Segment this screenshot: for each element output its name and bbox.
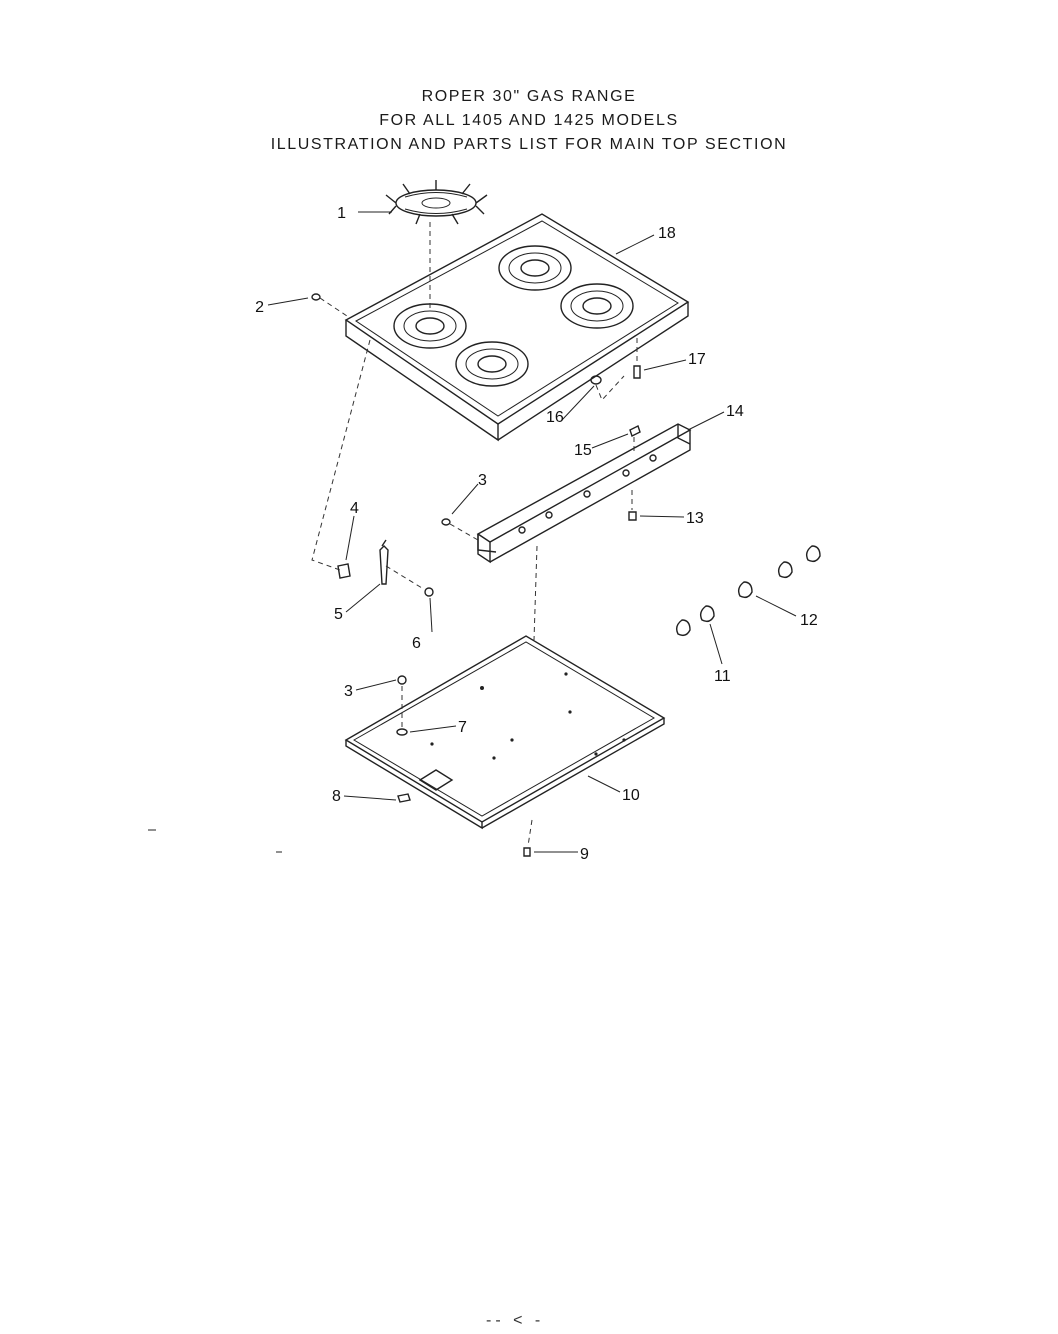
connector-line	[533, 545, 538, 641]
callout-11: 11	[714, 668, 731, 685]
part-main-cooktop	[344, 213, 690, 442]
part-bracket-4	[337, 563, 351, 579]
part-burner-grate	[385, 180, 488, 225]
part-bottom-pan	[344, 635, 666, 830]
burner-opening-rear-right	[560, 283, 634, 329]
callout-6: 6	[412, 635, 421, 652]
part-screw-9	[523, 847, 531, 857]
callout-16: 16	[546, 409, 564, 426]
callout-15: 15	[574, 442, 592, 459]
callout-14: 14	[726, 403, 744, 420]
part-clip-15	[629, 425, 641, 455]
title-line-2: FOR ALL 1405 AND 1425 MODELS	[379, 112, 679, 129]
part-knobs	[675, 545, 821, 637]
title-line-3: ILLUSTRATION AND PARTS LIST FOR MAIN TOP…	[270, 136, 788, 153]
leader-arrows	[267, 211, 797, 853]
part-screw-6	[424, 587, 434, 597]
connector-line	[311, 339, 371, 571]
callout-4: 4	[350, 500, 359, 517]
callout-3-lower: 3	[344, 683, 353, 700]
callout-9: 9	[580, 846, 589, 863]
callout-1: 1	[337, 205, 346, 222]
part-screw-3-lower	[397, 675, 407, 728]
callout-8: 8	[332, 788, 341, 805]
part-grommet-7	[396, 728, 408, 736]
part-manifold-panel	[476, 423, 692, 564]
burner-opening-rear-left	[498, 245, 572, 291]
callout-7: 7	[458, 719, 467, 736]
part-clip-13	[628, 490, 637, 521]
part-grommet-16	[590, 375, 625, 401]
callout-10: 10	[622, 787, 640, 804]
burner-opening-front-left	[393, 303, 467, 349]
callout-17: 17	[688, 351, 706, 368]
callout-18: 18	[658, 225, 676, 242]
callout-2: 2	[255, 299, 264, 316]
connector-line	[527, 819, 533, 847]
callout-13: 13	[686, 510, 704, 527]
title-line-1: ROPER 30" GAS RANGE	[421, 88, 637, 105]
part-clip-17	[633, 338, 641, 379]
part-bracket-5	[379, 539, 389, 585]
callout-5: 5	[334, 606, 343, 623]
page-footer-mark: -- < -	[486, 1312, 545, 1329]
part-screw-2	[311, 293, 351, 319]
burner-opening-front-right	[455, 341, 529, 387]
callout-12: 12	[800, 612, 818, 629]
part-bracket-8	[397, 793, 411, 803]
connector-line	[385, 565, 423, 589]
part-screw-3-upper	[441, 518, 479, 541]
callout-3-upper: 3	[478, 472, 487, 489]
